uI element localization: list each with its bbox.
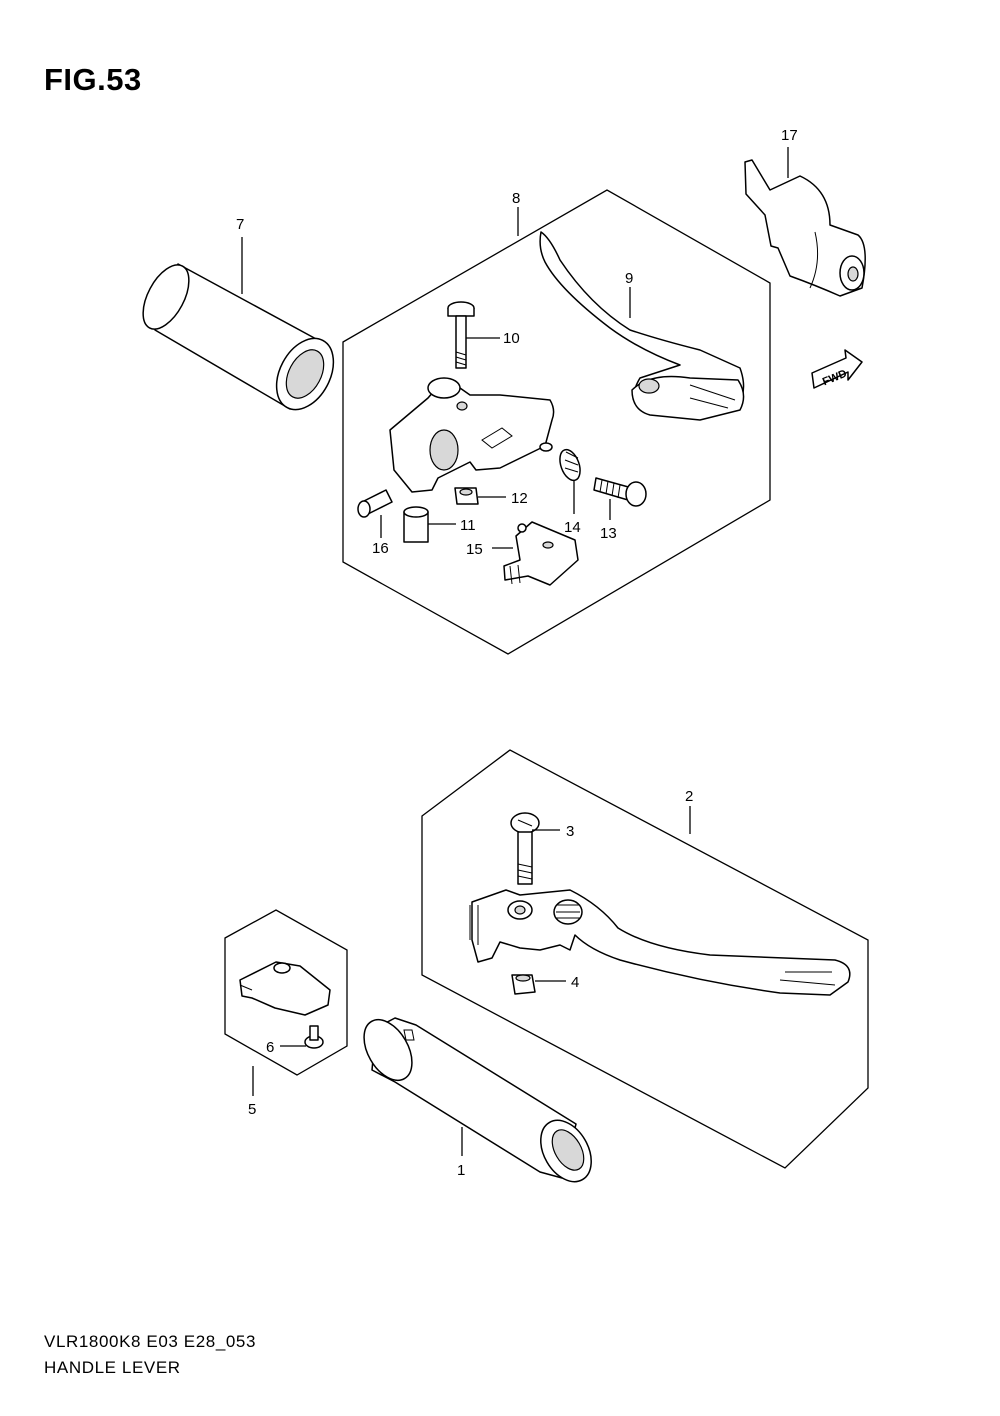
brake-switch-part-5 xyxy=(239,961,331,1016)
callout-labels: 7 8 9 10 17 16 11 12 14 13 15 3 2 4 6 5 … xyxy=(236,127,798,1179)
model-code: VLR1800K8 E03 E28_053 xyxy=(44,1332,257,1351)
callout-12: 12 xyxy=(511,490,528,507)
leader-lines xyxy=(241,147,789,1156)
callout-14: 14 xyxy=(564,519,581,536)
callout-5: 5 xyxy=(248,1101,256,1118)
figure-title: FIG.53 xyxy=(44,62,142,97)
figure-name: HANDLE LEVER xyxy=(44,1358,181,1377)
lever-cover-part-17 xyxy=(744,159,866,297)
throttle-grip-part-1 xyxy=(363,1017,592,1183)
callout-9: 9 xyxy=(625,270,633,287)
adjuster-part-13 xyxy=(593,477,647,507)
callout-13: 13 xyxy=(600,525,617,542)
locknut-part-14 xyxy=(559,448,581,482)
clutch-lever-part-9 xyxy=(539,231,745,421)
callout-1: 1 xyxy=(457,1162,465,1179)
lever-holder-part-8 xyxy=(389,377,555,493)
screw-part-6 xyxy=(304,1025,324,1049)
forward-direction-arrow: FWD xyxy=(811,349,863,389)
nut-part-4 xyxy=(511,974,536,995)
pivot-bolt-part-3 xyxy=(510,812,540,885)
pivot-bolt-part-10 xyxy=(447,301,475,369)
bolt-part-16 xyxy=(357,489,393,518)
assembly-outline-8 xyxy=(342,189,771,655)
callout-10: 10 xyxy=(503,330,520,347)
callout-11: 11 xyxy=(460,517,476,534)
assembly-outline-2 xyxy=(421,749,869,1169)
clutch-switch-part-15 xyxy=(503,521,579,586)
callout-17: 17 xyxy=(781,127,798,144)
brake-lever-part-2 xyxy=(469,889,851,996)
callout-16: 16 xyxy=(372,540,389,557)
callout-8: 8 xyxy=(512,190,520,207)
callout-2: 2 xyxy=(685,788,693,805)
callout-7: 7 xyxy=(236,216,244,233)
nut-part-12 xyxy=(454,487,479,505)
callout-3: 3 xyxy=(566,823,574,840)
collar-part-11 xyxy=(403,506,429,543)
callout-6: 6 xyxy=(266,1039,274,1056)
callout-4: 4 xyxy=(571,974,579,991)
assembly-outline-5 xyxy=(224,909,348,1076)
callout-15: 15 xyxy=(466,541,483,558)
grip-left-part-7 xyxy=(142,263,335,411)
